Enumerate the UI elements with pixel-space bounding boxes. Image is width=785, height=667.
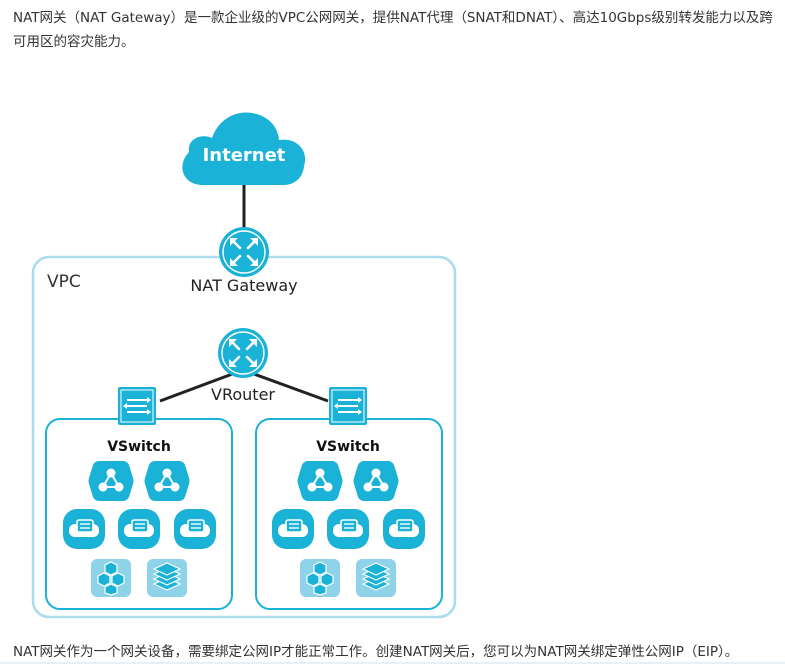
nat-gateway-router-icon <box>219 227 269 277</box>
internet-cloud-icon <box>182 112 306 185</box>
vpc-label: VPC <box>47 272 81 292</box>
vswitch-left-icon <box>118 387 156 425</box>
server-icon <box>382 508 426 550</box>
database-icon <box>299 558 341 598</box>
network-node-icon <box>296 460 344 502</box>
vswitch-right-label: VSwitch <box>316 439 380 455</box>
network-node-icon <box>352 460 400 502</box>
server-icon <box>173 508 217 550</box>
server-icon <box>326 508 370 550</box>
intro-paragraph: NAT网关（NAT Gateway）是一款企业级的VPC公网网关，提供NAT代理… <box>13 10 773 50</box>
vrouter-to-left-vswitch-line <box>159 368 244 403</box>
network-node-icon <box>143 460 191 502</box>
server-icon <box>62 508 106 550</box>
network-node-icon <box>87 460 135 502</box>
footer-paragraph: NAT网关作为一个网关设备，需要绑定公网IP才能正常工作。创建NAT网关后，您可… <box>13 644 739 660</box>
storage-stack-icon <box>355 558 397 598</box>
internet-label: Internet <box>203 145 286 166</box>
server-icon <box>271 508 315 550</box>
nat-gateway-label: NAT Gateway <box>190 276 297 295</box>
divider <box>0 662 785 664</box>
storage-stack-icon <box>146 558 188 598</box>
vrouter-to-right-vswitch-line <box>242 368 329 403</box>
database-icon <box>90 558 132 598</box>
server-icon <box>117 508 161 550</box>
vswitch-right-icon <box>329 387 367 425</box>
vswitch-left-label: VSwitch <box>107 439 171 455</box>
vrouter-icon <box>218 328 268 378</box>
vrouter-label: VRouter <box>211 385 275 404</box>
